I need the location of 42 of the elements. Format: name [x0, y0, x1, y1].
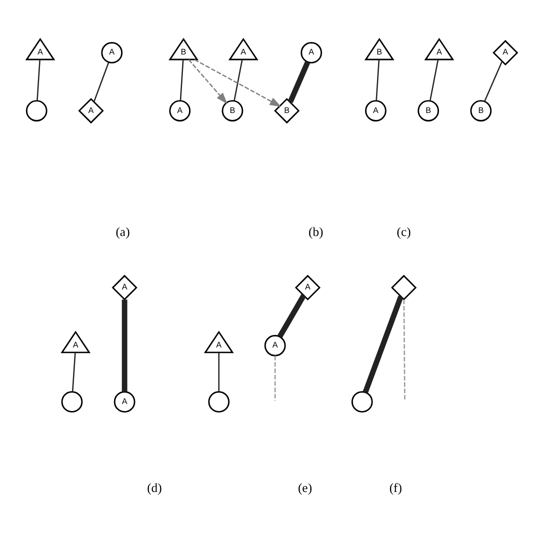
node-circle [26, 100, 48, 122]
node-circle: A [169, 100, 191, 122]
connector [180, 60, 184, 101]
node-circle: A [264, 334, 286, 356]
node-circle: A [365, 100, 386, 122]
connector [484, 60, 503, 102]
label: (b) [308, 225, 324, 240]
node-circle [351, 391, 373, 413]
arrow [194, 59, 282, 107]
node-circle: B [418, 100, 440, 122]
node-circle [208, 391, 230, 413]
connector [72, 352, 76, 392]
connector [218, 352, 220, 392]
label: (c) [396, 225, 411, 240]
label: (e) [298, 480, 312, 495]
label: (a) [116, 225, 130, 240]
connector [274, 356, 276, 401]
connector [93, 62, 110, 102]
node-diamond: A [112, 274, 138, 300]
node-diamond: A [294, 274, 321, 300]
node-diamond: B [274, 98, 300, 124]
connector [36, 60, 40, 101]
node-circle: B [470, 100, 492, 122]
connector [362, 296, 404, 394]
arrow [188, 59, 228, 104]
node-diamond [391, 274, 417, 300]
node-circle: B [222, 100, 244, 122]
node-circle: A [101, 42, 123, 64]
label: (f) [389, 480, 402, 495]
node-circle: A [114, 391, 136, 413]
node-diamond: A [78, 98, 104, 124]
connector [288, 61, 310, 104]
node-circle [61, 391, 83, 413]
connector [429, 60, 439, 101]
connector [403, 300, 406, 401]
label: (d) [147, 480, 162, 495]
connector [277, 294, 306, 338]
connector [376, 60, 380, 101]
connector [122, 300, 128, 392]
node-circle: A [300, 42, 322, 64]
node-diamond: A [492, 40, 518, 66]
connector [234, 60, 243, 101]
